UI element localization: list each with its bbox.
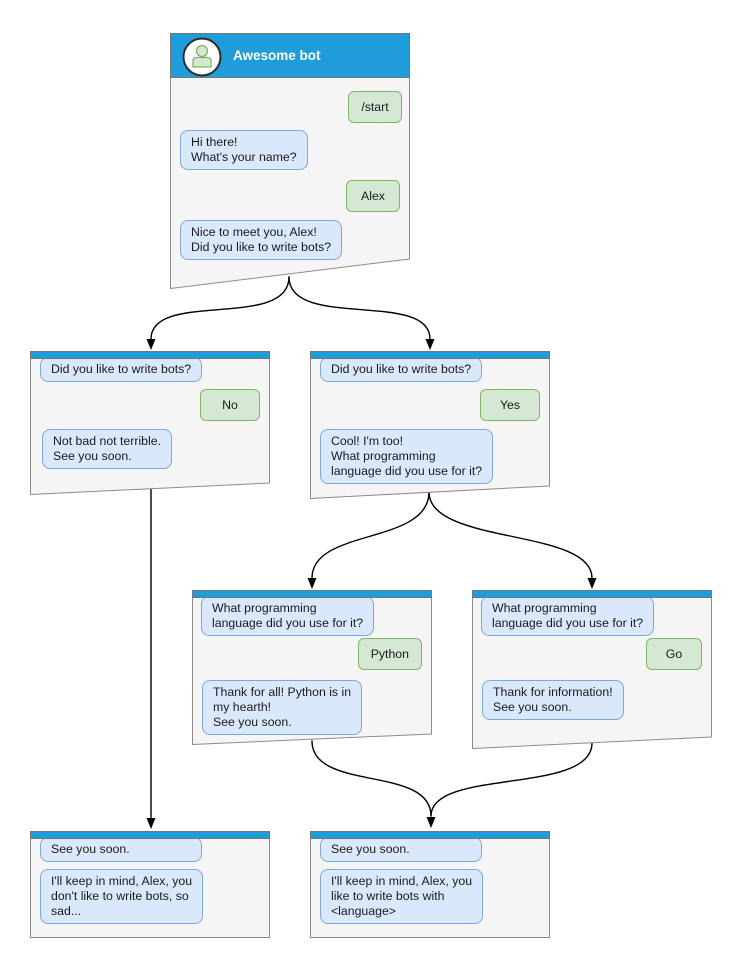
branch-window-yes: Did you like to write bots? Yes Cool! I'… (310, 351, 550, 499)
window-title-bar (192, 590, 432, 598)
edge-yes-to-python (311, 491, 430, 579)
bot-message-keep-in-mind: I'll keep in mind, Alex, you don't like … (40, 869, 204, 924)
bot-message-reply: Not bad not terrible. See you soon. (42, 429, 173, 469)
user-message-python: Python (357, 638, 422, 670)
edge-yes-to-go (428, 491, 593, 579)
bot-message-question: What programming language did you use fo… (481, 596, 655, 636)
bot-name-title: Awesome bot (233, 48, 321, 63)
bot-avatar-icon (182, 37, 222, 77)
bot-message-question: What programming language did you use fo… (201, 596, 375, 636)
user-message-start: /start (348, 91, 402, 123)
user-message-name: Alex (346, 180, 400, 212)
window-title-bar (310, 831, 550, 839)
bot-message-see-you: See you soon. (40, 837, 202, 862)
edge-go-to-end (430, 742, 593, 817)
bot-message-keep-in-mind: I'll keep in mind, Alex, you like to wri… (320, 869, 484, 924)
end-window-language: See you soon. I'll keep in mind, Alex, y… (310, 831, 550, 938)
window-title-bar (310, 351, 550, 359)
bot-message-nice-to-meet: Nice to meet you, Alex! Did you like to … (180, 220, 343, 260)
branch-window-python: What programming language did you use fo… (192, 590, 432, 745)
branch-window-no: Did you like to write bots? No Not bad n… (30, 351, 270, 495)
window-title-bar (30, 351, 270, 359)
bot-message-reply: Thank for information! See you soon. (482, 680, 624, 720)
window-title-bar (30, 831, 270, 839)
edge-python-to-end (311, 740, 432, 817)
window-title-bar: Awesome bot (170, 33, 410, 78)
branch-window-go: What programming language did you use fo… (472, 590, 712, 749)
user-message-go: Go (646, 638, 702, 670)
bot-message-question: Did you like to write bots? (320, 357, 483, 382)
end-window-no: See you soon. I'll keep in mind, Alex, y… (30, 831, 270, 938)
bot-message-reply: Cool! I'm too! What programming language… (320, 429, 494, 484)
window-title-bar (472, 590, 712, 598)
bot-message-question: Did you like to write bots? (40, 357, 203, 382)
user-message-no: No (200, 389, 260, 421)
main-bot-window: Awesome bot /start Hi there! What's your… (170, 33, 410, 289)
bot-message-see-you: See you soon. (320, 837, 482, 862)
user-message-yes: Yes (480, 389, 540, 421)
bot-message-reply: Thank for all! Python is in my hearth! S… (202, 680, 363, 735)
bot-message-greeting: Hi there! What's your name? (180, 130, 308, 170)
